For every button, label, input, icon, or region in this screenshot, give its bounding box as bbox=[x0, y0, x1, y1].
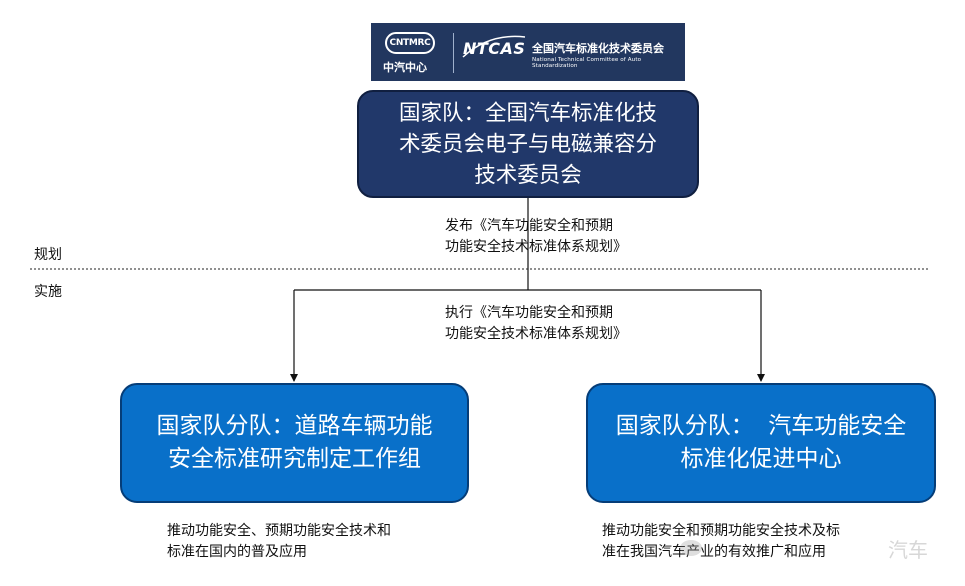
catarc-logo-icon: CNTMRC bbox=[385, 32, 435, 54]
right-box-line-2: 标准化促进中心 bbox=[680, 446, 842, 472]
road-vehicle-working-group-box: 国家队分队：道路车辆功能 安全标准研究制定工作组 bbox=[120, 383, 469, 503]
left-box-line-1: 国家队分队：道路车辆功能 bbox=[156, 413, 433, 439]
logo-divider bbox=[453, 33, 454, 73]
national-team-box: 国家队：全国汽车标准化技 术委员会电子与电磁兼容分 技术委员会 bbox=[357, 90, 699, 198]
left-box-line-2: 安全标准研究制定工作组 bbox=[168, 446, 421, 472]
national-team-line-3: 技术委员会 bbox=[474, 162, 582, 188]
ntcas-logo-banner: CNTMRC 中汽中心 NTCAS 全国汽车标准化技术委员会 National … bbox=[371, 23, 685, 81]
publish-line-1: 发布《汽车功能安全和预期 bbox=[445, 218, 613, 234]
ntcas-logo-text: NTCAS bbox=[463, 39, 526, 58]
committee-cn-title: 全国汽车标准化技术委员会 bbox=[532, 42, 664, 55]
catarc-logo-text: CNTMRC bbox=[389, 38, 431, 48]
watermark-label: 汽车 bbox=[888, 538, 928, 562]
watermark-icon bbox=[680, 540, 702, 556]
catarc-name: 中汽中心 bbox=[383, 61, 427, 74]
execute-plan-label: 执行《汽车功能安全和预期 功能安全技术标准体系规划》 bbox=[445, 303, 627, 345]
left-desc-line-2: 标准在国内的普及应用 bbox=[167, 544, 307, 560]
right-description: 推动功能安全和预期功能安全技术及标 准在我国汽车产业的有效推广和应用 bbox=[602, 521, 840, 563]
committee-en-title: National Technical Committee of Auto Sta… bbox=[532, 57, 642, 69]
left-desc-line-1: 推动功能安全、预期功能安全技术和 bbox=[167, 523, 391, 539]
right-desc-line-1: 推动功能安全和预期功能安全技术及标 bbox=[602, 523, 840, 539]
right-desc-line-2: 准在我国汽车产业的有效推广和应用 bbox=[602, 544, 826, 560]
watermark-text: 汽车 bbox=[888, 534, 928, 563]
execute-line-2: 功能安全技术标准体系规划》 bbox=[445, 326, 627, 342]
execute-line-1: 执行《汽车功能安全和预期 bbox=[445, 305, 613, 321]
publish-line-2: 功能安全技术标准体系规划》 bbox=[445, 239, 627, 255]
left-description: 推动功能安全、预期功能安全技术和 标准在国内的普及应用 bbox=[167, 521, 391, 563]
publish-plan-label: 发布《汽车功能安全和预期 功能安全技术标准体系规划》 bbox=[445, 216, 627, 258]
phase-label-plan: 规划 bbox=[34, 247, 62, 263]
promotion-center-box: 国家队分队： 汽车功能安全 标准化促进中心 bbox=[586, 383, 936, 503]
right-box-line-1: 国家队分队： 汽车功能安全 bbox=[615, 413, 907, 439]
ntcas-swoosh-icon bbox=[462, 35, 526, 58]
national-team-line-1: 国家队：全国汽车标准化技 bbox=[398, 100, 657, 126]
national-team-line-2: 术委员会电子与电磁兼容分 bbox=[398, 131, 657, 157]
phase-label-implement: 实施 bbox=[34, 284, 62, 300]
